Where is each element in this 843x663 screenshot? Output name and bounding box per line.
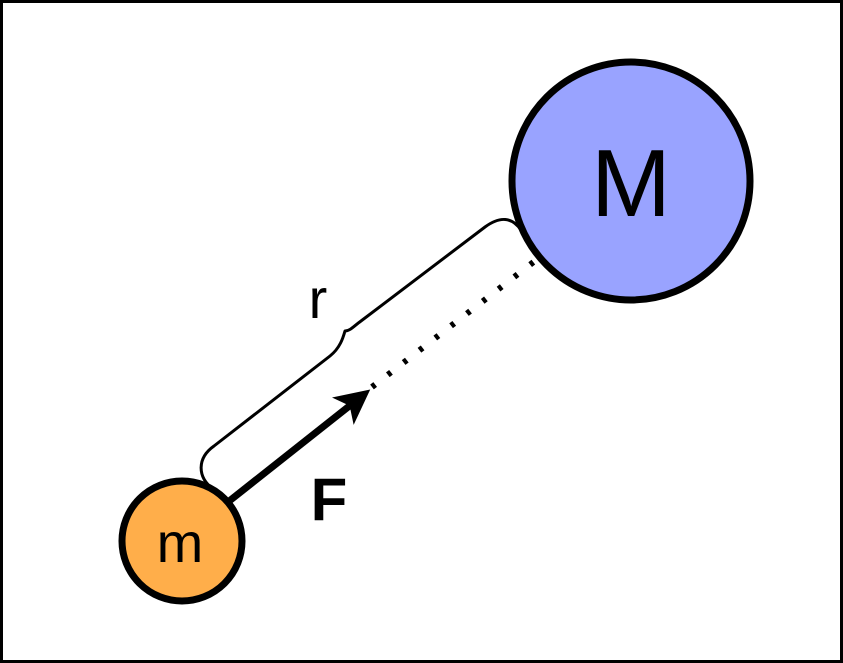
distance-label: r (309, 267, 328, 330)
large-mass-label: M (591, 130, 671, 237)
large-mass-circle (508, 58, 754, 304)
small-mass-circle (118, 477, 246, 605)
force-label: F (311, 466, 348, 533)
small-mass-label: m (157, 511, 204, 574)
force-arrow (225, 389, 371, 505)
distance-brace (199, 218, 523, 491)
